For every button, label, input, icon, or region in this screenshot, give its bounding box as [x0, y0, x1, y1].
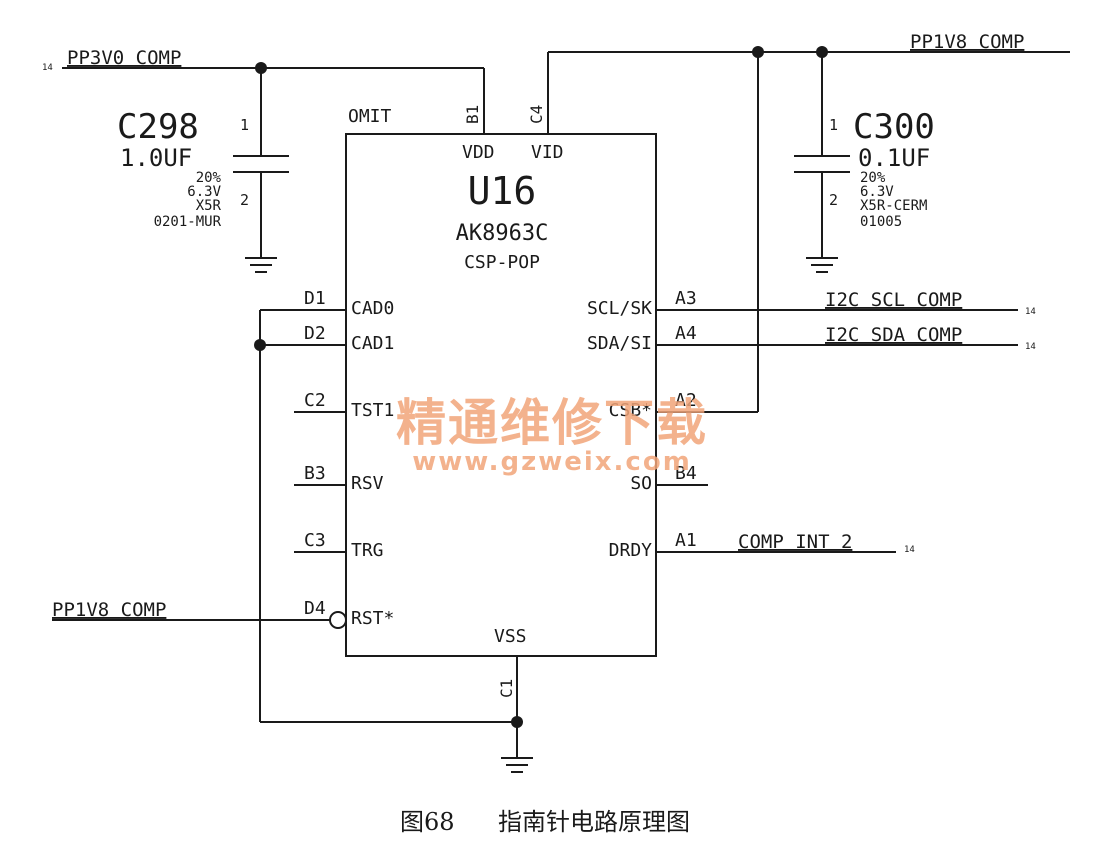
pin-name-vid: VID — [531, 142, 564, 163]
c300-pin2: 2 — [829, 191, 838, 209]
c300-value: 0.1UF — [858, 144, 930, 172]
junction-dot — [254, 339, 266, 351]
ground-icon — [245, 257, 277, 273]
c298-symbol — [233, 155, 289, 173]
c298-dielectric: X5R — [196, 198, 222, 214]
pin-name-rsv: RSV — [351, 473, 384, 494]
figure-title: 指南针电路原理图 — [498, 808, 690, 836]
pin-name-rst: RST* — [351, 608, 394, 629]
pin-name-vss: VSS — [494, 626, 527, 647]
net-label-i2c-scl: I2C_SCL_COMP — [825, 289, 962, 311]
pin-num-trg: C3 — [304, 530, 326, 551]
page-ref: 14 — [904, 545, 915, 555]
u16-omit: OMIT — [348, 106, 392, 127]
pin-name-tst1: TST1 — [351, 400, 394, 421]
pin-name-cad0: CAD0 — [351, 298, 394, 319]
pin-name-drdy: DRDY — [609, 540, 653, 561]
wires — [52, 51, 1070, 758]
pin-num-csb: A2 — [675, 390, 697, 411]
page-ref: 14 — [42, 63, 53, 73]
junction-dot — [255, 62, 267, 74]
junction-dots — [254, 46, 828, 728]
c298-tolerance: 20% — [196, 170, 222, 186]
pin-num-vid: C4 — [527, 105, 546, 124]
page-ref: 14 — [1025, 307, 1036, 317]
pin-num-vdd: B1 — [463, 105, 482, 124]
pin-num-rst: D4 — [304, 598, 326, 619]
junction-dot — [752, 46, 764, 58]
pin-num-cad1: D2 — [304, 323, 326, 344]
c300-symbol — [794, 155, 850, 173]
c300-package: 01005 — [860, 214, 902, 230]
pin-name-so: SO — [630, 473, 652, 494]
pin-num-sclsk: A3 — [675, 288, 697, 309]
pin-name-csb: CSB* — [609, 400, 652, 421]
c298-pin1: 1 — [240, 116, 249, 134]
rst-inversion-bubble — [329, 611, 347, 629]
pin-name-cad1: CAD1 — [351, 333, 394, 354]
pin-num-drdy: A1 — [675, 530, 697, 551]
u16-part: AK8963C — [456, 221, 549, 246]
c298-pin2: 2 — [240, 191, 249, 209]
net-label-comp-int: COMP_INT_2 — [738, 531, 852, 553]
junction-dot — [816, 46, 828, 58]
pin-num-sdasi: A4 — [675, 323, 697, 344]
pin-num-vss: C1 — [497, 679, 516, 698]
net-label-i2c-sda: I2C_SDA_COMP — [825, 324, 962, 346]
c298-ref: C298 — [117, 107, 199, 147]
c300-voltage: 6.3V — [860, 184, 894, 200]
c300-dielectric: X5R-CERM — [860, 198, 927, 214]
ground-icon — [501, 757, 533, 773]
u16-ref: U16 — [468, 169, 537, 213]
pin-num-cad0: D1 — [304, 288, 326, 309]
pin-name-sclsk: SCL/SK — [587, 298, 652, 319]
net-label-pp1v8-left: PP1V8_COMP — [52, 599, 166, 621]
net-label-pp3v0: PP3V0_COMP — [67, 47, 181, 69]
pin-num-so: B4 — [675, 463, 697, 484]
page-ref: 14 — [1025, 342, 1036, 352]
c298-package: 0201-MUR — [154, 214, 222, 230]
u16-body — [345, 133, 657, 657]
c300-ref: C300 — [853, 107, 935, 147]
ground-icon — [806, 257, 838, 273]
pin-name-sdasi: SDA/SI — [587, 333, 652, 354]
net-label-pp1v8-top: PP1V8_COMP — [910, 31, 1024, 53]
pin-num-rsv: B3 — [304, 463, 326, 484]
u16-package: CSP-POP — [464, 252, 540, 273]
junction-dot — [511, 716, 523, 728]
pin-num-tst1: C2 — [304, 390, 326, 411]
watermark: 精通维修下载 www.gzweix.com — [396, 394, 708, 477]
pin-name-vdd: VDD — [462, 142, 495, 163]
watermark-text: 精通维修下载 — [396, 394, 708, 452]
pin-name-trg: TRG — [351, 540, 384, 561]
watermark-url: www.gzweix.com — [412, 447, 692, 477]
c298-voltage: 6.3V — [187, 184, 221, 200]
c300-tolerance: 20% — [860, 170, 886, 186]
c300-pin1: 1 — [829, 116, 838, 134]
c298-value: 1.0UF — [120, 144, 192, 172]
figure-number: 图68 — [400, 808, 455, 836]
